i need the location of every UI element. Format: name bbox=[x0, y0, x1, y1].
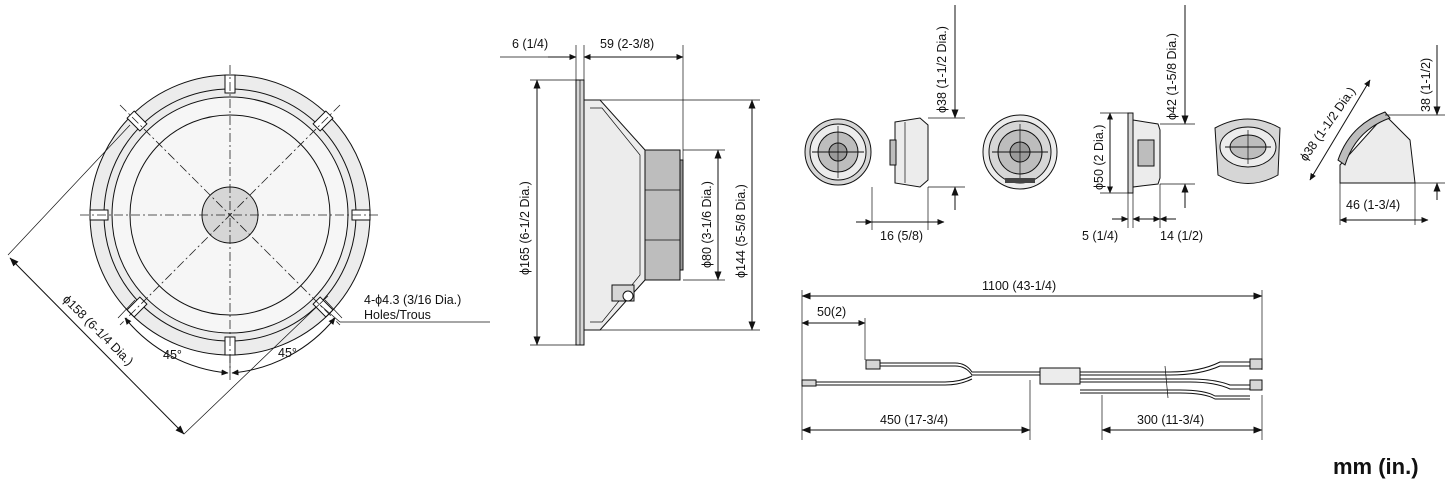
side-dia-80-label: ϕ80 (3-1/6 Dia.) bbox=[700, 181, 714, 268]
tweeter-flush-dia-label: ϕ38 (1-1/2 Dia.) bbox=[935, 26, 949, 113]
tweeter-angled-height-label: 38 (1-1/2) bbox=[1419, 58, 1433, 112]
tweeter-surface-depth5-label: 5 (1/4) bbox=[1082, 229, 1118, 243]
tweeter-surface-side: 5 (1/4) 14 (1/2) ϕ50 (2 Dia.) ϕ42 (1-5/8… bbox=[1082, 5, 1203, 243]
tweeter-flush-depth-label: 16 (5/8) bbox=[880, 229, 923, 243]
side-dia-144-label: ϕ144 (5-5/8 Dia.) bbox=[734, 184, 748, 278]
tweeter-surface-dia50-label: ϕ50 (2 Dia.) bbox=[1092, 125, 1106, 190]
side-depth-flange-label: 6 (1/4) bbox=[512, 37, 548, 51]
cable-total-label: 1100 (43-1/4) bbox=[982, 279, 1056, 293]
units-label: mm (in.) bbox=[1333, 454, 1419, 479]
woofer-front-view: ϕ158 (6-1/4 Dia.) 45° 45° 4-ϕ4.3 (3/16 D… bbox=[7, 65, 490, 435]
tweeter-flush-front bbox=[804, 118, 872, 186]
tweeter-surface-depth14-label: 14 (1/2) bbox=[1160, 229, 1203, 243]
woofer-side-view: 6 (1/4) 59 (2-3/8) ϕ165 (6-1/2 Dia.) ϕ80… bbox=[500, 37, 760, 346]
tweeter-surface-dia42-label: ϕ42 (1-5/8 Dia.) bbox=[1165, 33, 1179, 120]
side-dia-165-label: ϕ165 (6-1/2 Dia.) bbox=[518, 181, 532, 275]
cable-300-label: 300 (11-3/4) bbox=[1137, 413, 1204, 427]
woofer-side-magnet bbox=[644, 149, 681, 281]
holes-label-line2: Holes/Trous bbox=[364, 308, 431, 322]
side-depth-total-label: 59 (2-3/8) bbox=[600, 37, 654, 51]
angle-right-label: 45° bbox=[278, 346, 297, 360]
cable-50-label: 50(2) bbox=[817, 305, 846, 319]
cable-harness: 1100 (43-1/4) 50(2) 450 (17-3/4) 300 (11… bbox=[801, 279, 1263, 440]
tweeter-angled-side: 46 (1-3/4) 38 (1-1/2) ϕ38 (1-1/2 Dia.) bbox=[1297, 45, 1445, 225]
holes-label-line1: 4-ϕ4.3 (3/16 Dia.) bbox=[364, 293, 461, 307]
angle-left-label: 45° bbox=[163, 348, 182, 362]
tweeter-flush-side: 16 (5/8) ϕ38 (1-1/2 Dia.) bbox=[856, 5, 965, 243]
cable-450-label: 450 (17-3/4) bbox=[880, 413, 948, 427]
tweeter-angled-width-label: 46 (1-3/4) bbox=[1346, 198, 1400, 212]
tweeter-surface-front bbox=[982, 114, 1058, 190]
tweeter-angled-front bbox=[1214, 118, 1281, 184]
